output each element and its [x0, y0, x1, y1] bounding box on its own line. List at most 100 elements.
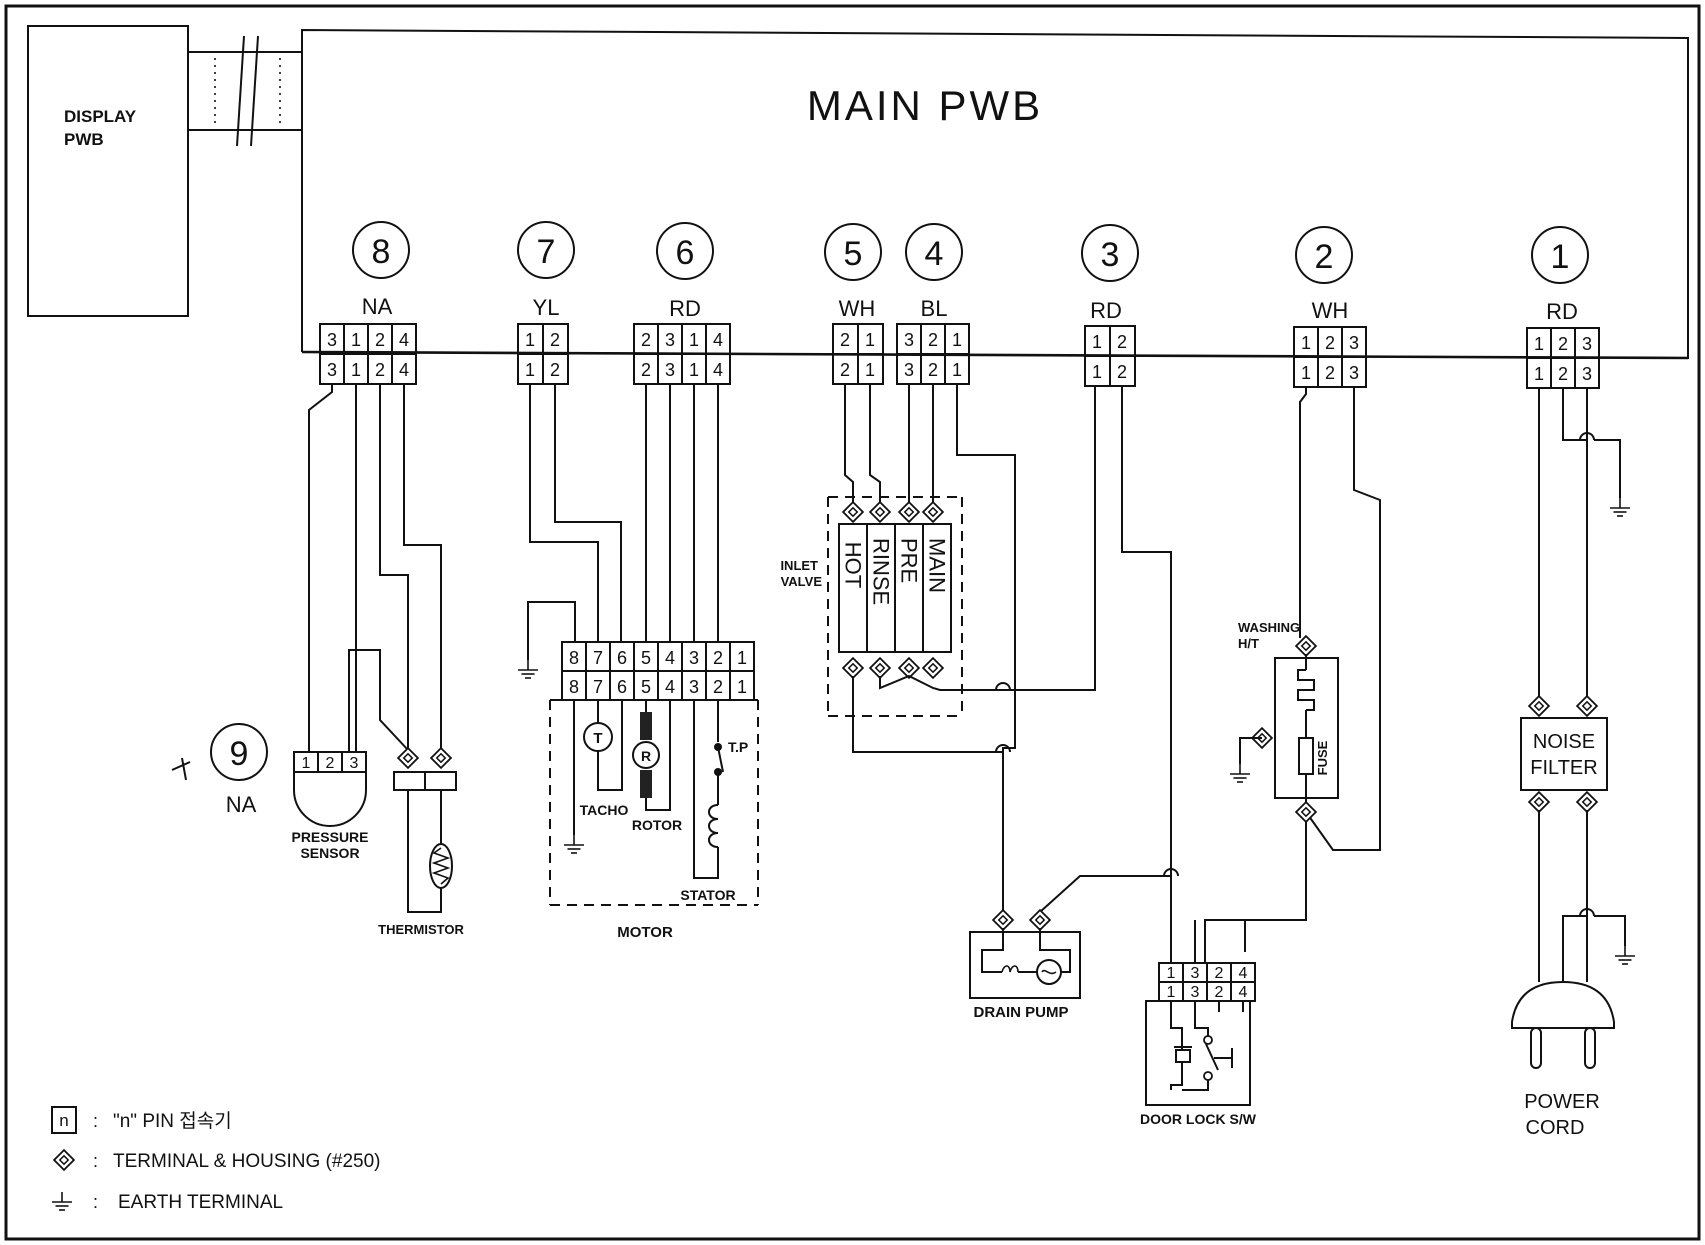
h2-top-pin: 3 — [1349, 333, 1359, 353]
noise-filter: NOISE FILTER — [1520, 695, 1608, 813]
power-cord-label-2: CORD — [1526, 1117, 1585, 1139]
washing-heater-label-2: H/T — [1238, 636, 1259, 651]
h1-bottom-pin: 2 — [1558, 364, 1568, 384]
legend-terminal: : TERMINAL & HOUSING (#250) — [53, 1149, 380, 1172]
h1-bottom-pin: 3 — [1582, 364, 1592, 384]
terminal-icon — [842, 657, 864, 679]
earth-icon — [517, 659, 539, 679]
door-lock-pin: 2 — [1215, 984, 1224, 1001]
motor-pin: 7 — [593, 677, 603, 697]
door-lock-label: DOOR LOCK S/W — [1140, 1111, 1257, 1127]
door-lock: 1 3 2 4 1 3 2 4 DOOR LOCK S/W — [1140, 920, 1257, 1127]
inlet-valve-label-1: INLET — [780, 558, 818, 573]
legend-earth-text: EARTH TERMINAL — [118, 1192, 283, 1213]
motor-pin: 7 — [593, 648, 603, 668]
power-cord-label-1: POWER — [1524, 1091, 1600, 1113]
legend-pin-symbol: n — [59, 1111, 68, 1130]
motor-pin: 2 — [713, 677, 723, 697]
door-lock-pin: 3 — [1191, 984, 1200, 1001]
motor-pin: 4 — [665, 648, 675, 668]
door-lock-pin: 4 — [1239, 965, 1248, 982]
connector-4-color: BL — [921, 296, 948, 321]
h7-bottom-pin: 2 — [550, 360, 560, 380]
wires-motor — [517, 384, 719, 679]
wires-common — [852, 386, 1179, 1010]
h8-top-pin: 3 — [327, 330, 337, 350]
pressure-sensor: 1 2 3 PRESSURE SENSOR — [291, 751, 369, 861]
h5-bottom-pin: 1 — [865, 360, 875, 380]
valve-pre: PRE — [897, 538, 922, 583]
connector-7-number: 7 — [537, 233, 556, 271]
terminal-icon — [898, 501, 920, 523]
thermal-protector-label: T.P — [728, 739, 748, 755]
connector-1: 1 RD — [1531, 226, 1589, 324]
wires-heater — [1204, 387, 1381, 968]
thermistor-label: THERMISTOR — [378, 922, 464, 937]
terminal-icon — [53, 1149, 75, 1171]
valve-hot: HOT — [841, 542, 866, 588]
connector-5-number: 5 — [844, 235, 863, 273]
inlet-valve: INLET VALVE HOT RINSE PRE MAIN — [780, 496, 963, 717]
motor-pin: 6 — [617, 648, 627, 668]
tacho-symbol: T — [593, 730, 602, 747]
noise-filter-label-2: FILTER — [1530, 757, 1597, 779]
earth-icon — [51, 1191, 73, 1211]
valve-rinse: RINSE — [869, 538, 894, 605]
drain-pump-label: DRAIN PUMP — [973, 1004, 1068, 1021]
h2-bottom-pin: 3 — [1349, 363, 1359, 383]
h6-bottom-pin: 3 — [665, 360, 675, 380]
terminal-icon — [842, 501, 864, 523]
motor-pin: 5 — [641, 677, 651, 697]
connector-5-color: WH — [839, 296, 876, 321]
legend-earth: : EARTH TERMINAL — [51, 1191, 283, 1213]
h2-top-pin: 1 — [1301, 333, 1311, 353]
motor-pin: 3 — [689, 648, 699, 668]
pressure-sensor-label-1: PRESSURE — [291, 829, 368, 845]
h1-top-pin: 1 — [1534, 334, 1544, 354]
door-lock-pin: 3 — [1191, 965, 1200, 982]
h8-bottom-pin: 2 — [375, 360, 385, 380]
h7-top-pin: 1 — [525, 330, 535, 350]
motor-pin: 8 — [569, 648, 579, 668]
h4-top-pin: 3 — [904, 330, 914, 350]
thermistor: THERMISTOR — [378, 747, 464, 937]
terminal-icon — [1576, 695, 1598, 717]
power-cord: POWER CORD — [1511, 810, 1636, 1139]
terminal-icon — [992, 909, 1014, 931]
connector-1-number: 1 — [1551, 238, 1570, 276]
h3-top-pin: 2 — [1117, 332, 1127, 352]
connector-9-pin: 3 — [350, 755, 359, 772]
display-pwb-label-2: PWB — [64, 130, 104, 149]
terminal-icon — [922, 501, 944, 523]
legend-pin-text: "n" PIN 접속기 — [113, 1110, 232, 1132]
terminal-icon — [397, 747, 419, 769]
connector-7: 7 YL — [517, 221, 575, 320]
connector-9-color: NA — [226, 792, 257, 817]
connector-3: 3 RD — [1081, 224, 1139, 323]
motor-pin: 1 — [737, 677, 747, 697]
motor-pin: 5 — [641, 648, 651, 668]
legend-separator: : — [93, 1151, 98, 1171]
h4-top-pin: 2 — [928, 330, 938, 350]
tacho-label: TACHO — [580, 802, 629, 818]
motor-pin: 6 — [617, 677, 627, 697]
motor: T TACHO R ROTOR T.P STATOR MOTOR — [549, 699, 759, 941]
connector-9-number: 9 — [230, 735, 249, 773]
connector-4-number: 4 — [925, 235, 944, 273]
terminal-icon — [1576, 791, 1598, 813]
main-pwb-title: MAIN PWB — [807, 82, 1043, 129]
header-8: 3 1 2 4 3 1 2 4 — [319, 323, 417, 385]
connector-9-pin: 2 — [326, 755, 335, 772]
connector-6-color: RD — [669, 296, 701, 321]
terminal-icon — [922, 657, 944, 679]
h5-top-pin: 1 — [865, 330, 875, 350]
rotor-symbol: R — [641, 748, 651, 764]
h6-top-pin: 4 — [713, 330, 723, 350]
door-lock-pin: 1 — [1167, 984, 1176, 1001]
h3-top-pin: 1 — [1092, 332, 1102, 352]
h4-bottom-pin: 1 — [952, 360, 962, 380]
h4-top-pin: 1 — [952, 330, 962, 350]
terminal-icon — [1029, 909, 1051, 931]
h7-top-pin: 2 — [550, 330, 560, 350]
terminal-icon — [1295, 635, 1317, 657]
